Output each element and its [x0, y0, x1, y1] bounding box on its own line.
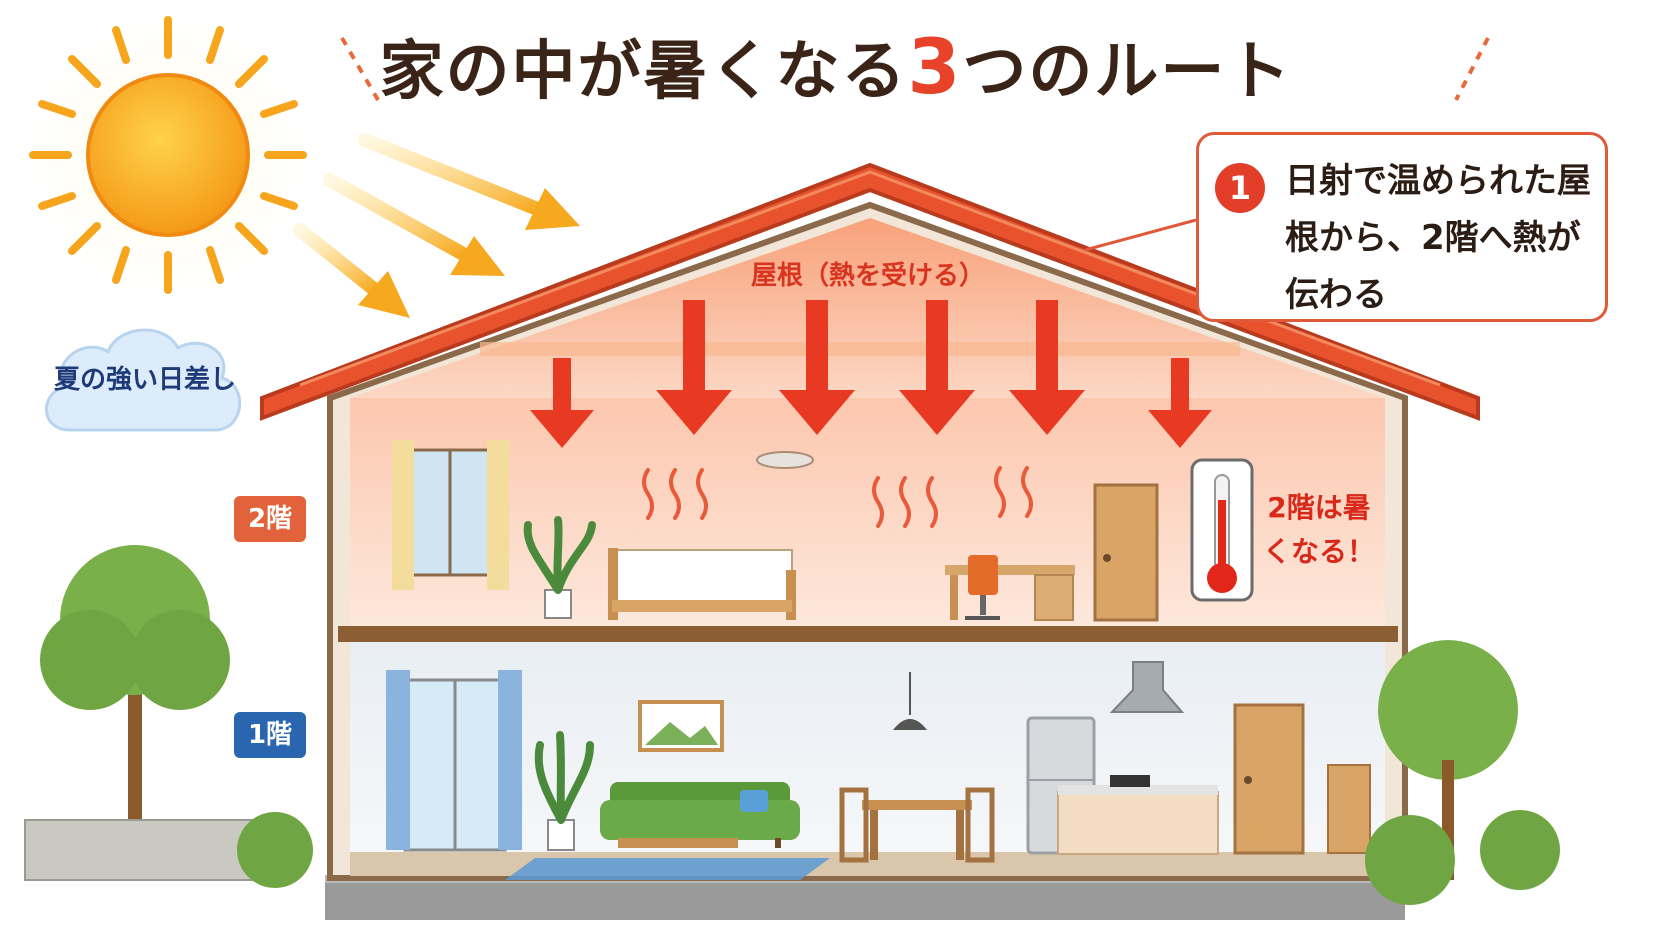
route-number-badge: 1: [1215, 163, 1265, 213]
second-floor-hot-label: 2階は暑くなる！: [1262, 491, 1375, 568]
floor-slab: [338, 626, 1398, 642]
shelf: [1327, 764, 1371, 854]
kitchen-counter: [1057, 775, 1219, 855]
tree-icon: [24, 545, 1560, 905]
title-decoration: [340, 36, 1490, 102]
page-title: 家の中が暑くなる3つのルート: [0, 22, 1672, 117]
door-1f: [1233, 703, 1305, 855]
door-2f: [1093, 483, 1159, 622]
route-description: 日射で温められた屋根から、2階へ熱が伝わる: [1285, 161, 1591, 315]
second-floor-label: 2階: [234, 496, 306, 542]
roof-label: 屋根（熱を受ける）: [750, 261, 985, 291]
plant-2f: [523, 516, 596, 619]
second-floor-window: [392, 440, 509, 590]
bed: [608, 548, 796, 620]
thermometer-icon: [1190, 458, 1254, 602]
plant-1f: [534, 731, 594, 851]
sun-label: 夏の強い日差し: [53, 365, 236, 395]
heat-wave-icon: [642, 466, 1033, 528]
sofa: [600, 782, 800, 848]
first-floor-label: 1階: [234, 712, 306, 758]
route-callout: 1 日射で温められた屋根から、2階へ熱が伝わる: [1196, 132, 1608, 322]
title-prefix: 家の中が暑くなる: [379, 35, 908, 109]
foundation: [325, 880, 1405, 920]
down-arrow-icon: [530, 300, 1212, 448]
sun-ray-arrows: [293, 133, 580, 318]
desk: [945, 555, 1075, 621]
cloud-icon: [45, 328, 242, 432]
title-number: 3: [907, 22, 963, 111]
callout-pointer: [1084, 218, 1197, 252]
dining-set: [839, 787, 995, 863]
title-suffix: つのルート: [962, 35, 1293, 109]
picture-frame: [638, 700, 724, 752]
roof: [260, 162, 1480, 421]
sun-icon: [18, 5, 318, 305]
first-floor-window: [386, 670, 522, 852]
